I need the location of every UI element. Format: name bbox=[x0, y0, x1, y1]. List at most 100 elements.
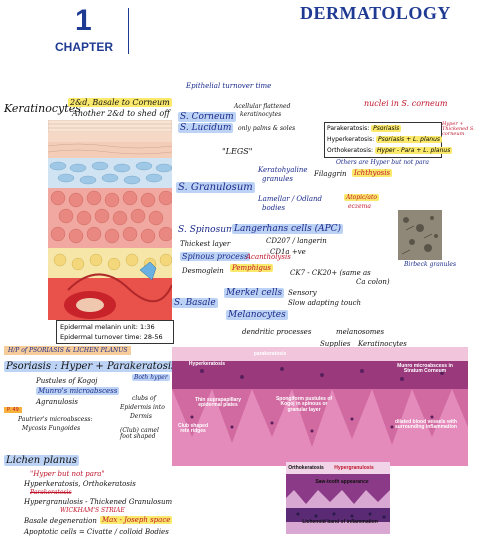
atopic-label: Atopic/ato bbox=[344, 194, 379, 201]
lichen-apoptotic: Apoptotic cells = Civatte / colloid Bodi… bbox=[24, 528, 169, 536]
chapter-number: 1 bbox=[75, 4, 92, 37]
lichen-parakeratosis: Parakeratosis bbox=[30, 489, 72, 496]
melanin-box: Epidermal melanin unit: 1:36 Epidermal t… bbox=[56, 320, 174, 344]
nuclei-term: Orthokeratosis: bbox=[327, 147, 374, 154]
pso-label-club: Club shaped rete ridges bbox=[178, 423, 209, 435]
munro-label: Munro's microabscess bbox=[36, 387, 120, 395]
dendritic-label: dendritic processes bbox=[242, 328, 312, 336]
melanin-unit: Epidermal melanin unit: 1:36 bbox=[60, 323, 155, 331]
pautrier-label: Pautrier's microabscess: bbox=[18, 416, 93, 423]
nuclei-row-1: Hyperkeratosis: Psoriasis + L. planus bbox=[327, 136, 443, 143]
pemphigus-text: Pemphigus bbox=[230, 264, 273, 272]
nuclei-term: Parakeratosis: bbox=[327, 125, 370, 132]
turnover-note: Epithelial turnover time bbox=[186, 82, 272, 90]
melanocytes-label: Melanocytes bbox=[226, 310, 288, 320]
nuclei-term: Hyperkeratosis: bbox=[327, 136, 375, 143]
lucidum-note: only palms & soles bbox=[238, 125, 296, 132]
spinous-text: Spinous process bbox=[180, 252, 251, 261]
mycosis-label: Mycosis Fungoides bbox=[22, 425, 81, 432]
langerhans-text: Langerhans cells (APC) bbox=[232, 224, 344, 234]
filaggrin-label: Filaggrin bbox=[314, 170, 347, 178]
lichen-title-text: Lichen planus bbox=[4, 455, 79, 466]
eczema-label: eczema bbox=[348, 203, 371, 210]
merkel-label: Merkel cells bbox=[224, 288, 285, 298]
basale-to-corneum: 2&d, Basale to Corneum bbox=[68, 98, 172, 107]
psoriasis-micrograph bbox=[172, 347, 468, 466]
langerhans-label: Langerhans cells (APC) bbox=[232, 224, 344, 234]
nuclei-row-2: Orthokeratosis: Hyper - Para + L. planus bbox=[327, 147, 453, 154]
nuclei-title: nuclei in S. corneum bbox=[364, 99, 448, 108]
lp-label-hypergranulosis: Hypergranulosis bbox=[334, 465, 374, 471]
basale-to-corneum-text: 2&d, Basale to Corneum bbox=[68, 98, 172, 107]
pemphigus-label: Pemphigus bbox=[230, 264, 273, 272]
pso-label-munro: Munro microabscess in Stratum Corneum bbox=[397, 363, 453, 375]
granulosum-text: S. Granulosum bbox=[176, 182, 255, 193]
melanosomes-label: melanosomes bbox=[336, 328, 385, 336]
corneum-note2: keratinocytes bbox=[240, 111, 282, 118]
nuclei-value: Psoriasis bbox=[371, 125, 402, 132]
epid-label: Epidermis into bbox=[120, 404, 165, 411]
agranulosis-label: Agranulosis bbox=[36, 398, 78, 406]
lichen-title: Lichen planus bbox=[4, 455, 79, 466]
ck7-label: CK7 - CK20+ (same as bbox=[290, 269, 371, 277]
pso-label-parakeratosis: parakeratosis bbox=[253, 351, 287, 357]
lp-label-ortho: Orthokeratosis bbox=[288, 465, 324, 471]
desmoglein-label: Desmoglein bbox=[182, 267, 224, 275]
nuclei-value: Hyper - Para + L. planus bbox=[375, 147, 453, 154]
keratinocytes2-label: Keratinocytes bbox=[358, 340, 407, 348]
another-shed: Another 2&d to shed off bbox=[72, 109, 170, 118]
lichen-hyper-not-para: "Hyper but not para" bbox=[30, 470, 105, 478]
granulosum-label: S. Granulosum bbox=[176, 182, 255, 193]
lp-label-sawtooth: Saw-tooth appearance bbox=[315, 479, 369, 485]
birbeck-micrograph bbox=[398, 210, 442, 260]
keratohyaline-label: Keratohyaline bbox=[258, 166, 308, 174]
spinosum-label: S. Spinosum bbox=[178, 225, 235, 235]
birbeck-label: Birbeck granules bbox=[404, 261, 457, 268]
supplies-label: Supplies bbox=[320, 340, 351, 348]
nuclei-value: Psoriasis + L. planus bbox=[376, 136, 443, 143]
granules-label: granules bbox=[262, 175, 293, 183]
dermis-label: Dermis bbox=[130, 413, 152, 420]
lichen-wickham: WICKHAM'S STRIAE bbox=[60, 507, 125, 514]
hp-tab-text: H/P of PSORIASIS & LICHEN PLANUS bbox=[8, 347, 128, 354]
basale-text: S. Basale bbox=[172, 298, 218, 308]
nuclei-row-0: Parakeratosis: Psoriasis bbox=[327, 125, 402, 132]
lamellar-bodies: bodies bbox=[262, 204, 286, 212]
lichen-max-joseph-text: Max - Joseph space bbox=[100, 516, 173, 524]
melanocytes-text: Melanocytes bbox=[226, 310, 288, 320]
acantholysis-label: Acantholysis bbox=[246, 253, 291, 261]
chapter-label: CHAPTER bbox=[55, 40, 114, 54]
pso-label-hyperkeratosis: Hyperkeratosis bbox=[188, 361, 226, 367]
pso-label-kogoj: Spongiform pustules of Kogoj in spinous … bbox=[275, 396, 333, 413]
legs-label: "LEGS" bbox=[222, 147, 253, 156]
spinous-label: Spinous process bbox=[180, 252, 251, 261]
clubs-label: clubs of bbox=[132, 395, 156, 402]
cd207-label: CD207 / langerin bbox=[266, 237, 327, 245]
lp-label-band: Lichenoid band of inflammation bbox=[302, 519, 378, 525]
sensory-label: Sensory bbox=[288, 289, 317, 297]
both-hyper-label: Both hyper bbox=[132, 374, 170, 381]
atopic-text: Atopic/ato bbox=[344, 194, 379, 201]
psoriasis-title: Psoriasis : Hyper + Parakeratosis bbox=[4, 361, 179, 372]
psoriasis-title-text: Psoriasis : Hyper + Parakeratosis bbox=[4, 361, 179, 372]
nuclei-other-note: Others are Hyper but not para bbox=[336, 159, 429, 166]
both-hyper-text: Both hyper bbox=[132, 374, 170, 381]
ichthyosis-text: Ichthyosis bbox=[352, 169, 393, 177]
epidermis-diagram bbox=[47, 119, 174, 320]
header-divider bbox=[128, 8, 129, 54]
lichen-max-joseph: Max - Joseph space bbox=[100, 516, 173, 524]
turnover-time: Epidermal turnover time: 28-56 bbox=[60, 333, 163, 341]
cd1a-label: CD1a +ve bbox=[270, 248, 306, 256]
slow-touch-label: Slow adapting touch bbox=[288, 299, 362, 307]
munro-text: Munro's microabscess bbox=[36, 387, 120, 395]
lucidum-text: S. Lucidum bbox=[178, 123, 234, 133]
basale-label: S. Basale bbox=[172, 298, 218, 308]
ck7b-label: Ca colon) bbox=[356, 278, 390, 286]
lichen-basale: Basale degeneration bbox=[24, 517, 97, 525]
merkel-text: Merkel cells bbox=[224, 288, 285, 298]
hp-tab: H/P of PSORIASIS & LICHEN PLANUS bbox=[4, 346, 132, 355]
pso-label-vessels: dilated blood vessels with surrounding i… bbox=[395, 419, 457, 431]
lichen-hypergranulosis: Hypergranulosis - Thickened Granulosum bbox=[24, 498, 173, 506]
club-shaped-label: (Club) camel foot shaped bbox=[120, 427, 159, 440]
corneum-label: S. Corneum bbox=[178, 112, 236, 122]
